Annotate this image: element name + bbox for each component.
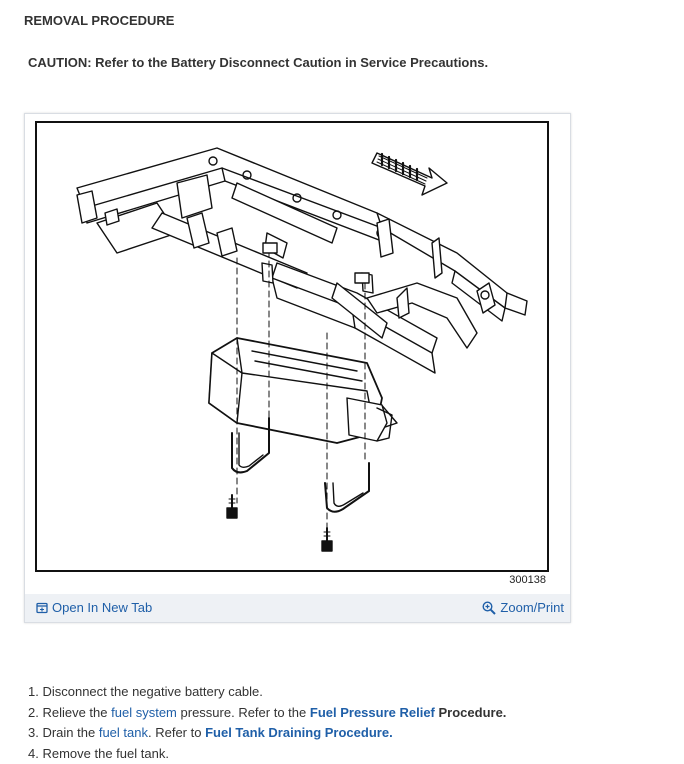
- step-text: . Refer to: [148, 725, 201, 740]
- step-text: pressure. Refer to the: [181, 705, 307, 720]
- step-number: 2.: [28, 705, 39, 720]
- zoom-print-link[interactable]: Zoom/Print: [482, 600, 564, 615]
- figure-toolbar: Open In New Tab Zoom/Print: [25, 594, 570, 622]
- step-text: Procedure.: [439, 705, 507, 720]
- open-in-new-tab-link[interactable]: Open In New Tab: [36, 600, 152, 615]
- list-item: 4. Remove the fuel tank.: [28, 744, 506, 764]
- fuel-tank-link[interactable]: fuel tank: [99, 725, 148, 740]
- list-item: 1. Disconnect the negative battery cable…: [28, 682, 506, 703]
- step-number: 3.: [28, 725, 39, 740]
- list-item: 2. Relieve the fuel system pressure. Ref…: [28, 703, 506, 724]
- fuel-pressure-relief-link[interactable]: Fuel Pressure Relief: [310, 705, 435, 720]
- caution-text: CAUTION: Refer to the Battery Disconnect…: [28, 55, 488, 70]
- figure-id: 300138: [509, 574, 546, 586]
- step-number: 4.: [28, 746, 39, 761]
- open-in-new-tab-icon: [36, 602, 48, 614]
- list-item: 3. Drain the fuel tank. Refer to Fuel Ta…: [28, 723, 506, 744]
- zoom-icon: [482, 601, 496, 615]
- fuel-system-link[interactable]: fuel system: [111, 705, 177, 720]
- step-text: Disconnect the negative battery cable.: [42, 684, 262, 699]
- fuel-tank-illustration: [35, 121, 549, 572]
- step-text: Drain the: [42, 725, 95, 740]
- step-number: 1.: [28, 684, 39, 699]
- zoom-print-label: Zoom/Print: [500, 600, 564, 615]
- fuel-tank-draining-link[interactable]: Fuel Tank Draining Procedure: [205, 725, 389, 740]
- bolt-icon: [227, 495, 237, 518]
- step-text: Remove the fuel tank.: [42, 746, 168, 761]
- step-text: Relieve the: [42, 705, 107, 720]
- step-text: .: [389, 725, 393, 740]
- figure-card: 300138 Open In New Tab Zoom/Print: [24, 113, 571, 623]
- bolt-icon: [322, 528, 332, 551]
- open-in-new-tab-label: Open In New Tab: [52, 600, 152, 615]
- section-heading: REMOVAL PROCEDURE: [24, 13, 174, 28]
- direction-arrow-icon: [372, 153, 447, 195]
